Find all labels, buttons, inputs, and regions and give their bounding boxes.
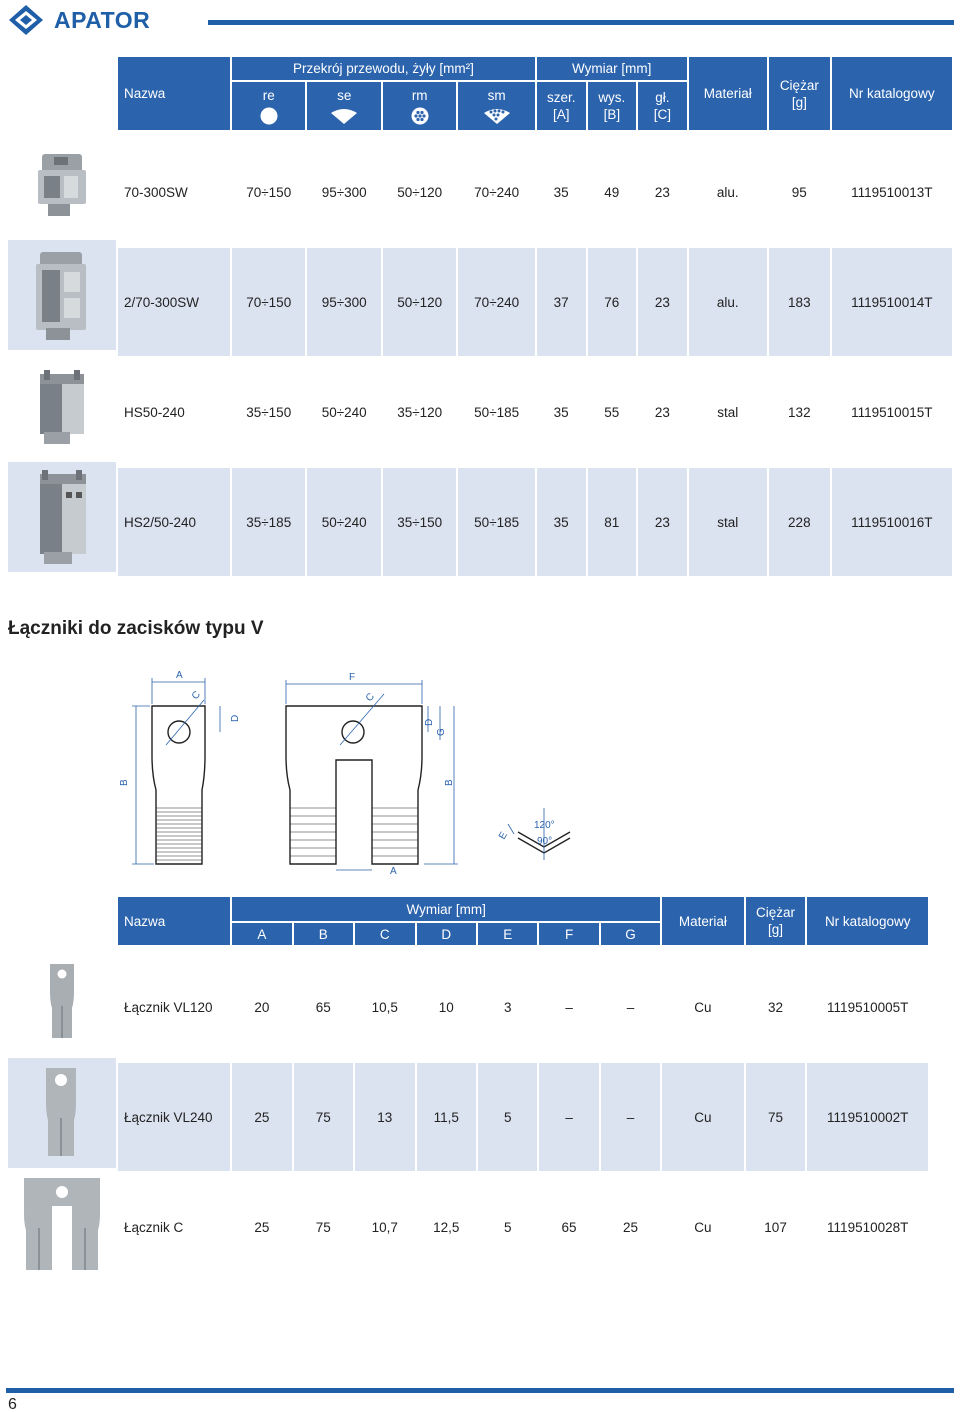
section-title: Łączniki do zacisków typu V (8, 618, 264, 639)
col-header-material: Materiał (688, 57, 768, 130)
col-header-catalog: Nr katalogowy (807, 897, 928, 945)
sector-stranded-icon (483, 109, 510, 124)
col-header-material: Materiał (662, 897, 744, 945)
col-header-width: szer.[A] (536, 82, 586, 130)
dim-label-c2: C (364, 691, 377, 704)
col-header-name: Nazwa (118, 897, 231, 945)
col-header-d: D (416, 923, 477, 945)
angle-label-90: 90° (537, 836, 552, 847)
clamp-70-300sw-photo (38, 154, 86, 216)
col-header-e: E (478, 923, 538, 945)
col-header-cross-section: Przekrój przewodu, żyły [mm²] (231, 57, 535, 80)
dim-label-b2: B (444, 779, 455, 786)
table-row: 2/70-300SW 70÷150 95÷300 50÷120 70÷240 3… (118, 248, 952, 356)
col-header-dimension: Wymiar [mm] (232, 897, 661, 921)
dim-label-d1: D (230, 715, 241, 722)
col-header-a: A (232, 923, 292, 945)
dim-label-b1: B (119, 779, 130, 786)
round-stranded-icon (411, 107, 429, 125)
brand-logo: APATOR (8, 4, 150, 36)
dim-label-a: A (176, 670, 183, 681)
clamp-hs2-50-240-photo (40, 470, 86, 564)
footer-rule (6, 1388, 954, 1393)
dim-label-d2: D (424, 719, 435, 726)
table-row: 70-300SW 70÷150 95÷300 50÷120 70÷240 35 … (118, 138, 952, 246)
sector-solid-icon (331, 109, 358, 124)
col-header-f: F (539, 923, 599, 945)
dim-label-c1: C (190, 689, 203, 702)
connector-c-photo (24, 1178, 100, 1270)
table-row: Łącznik VL120 20 65 10,5 10 3 – – Cu 32 … (118, 953, 928, 1061)
col-header-height: wys.[B] (587, 82, 637, 130)
apator-logo-icon (9, 5, 43, 35)
clamps-table: Nazwa Przekrój przewodu, żyły [mm²] Wymi… (116, 55, 954, 578)
dim-label-f: F (349, 672, 355, 683)
dim-label-e: E (497, 830, 510, 842)
col-header-weight: Ciężar [g] (769, 57, 830, 130)
col-header-rm: rm (382, 82, 457, 130)
table-row: HS50-240 35÷150 50÷240 35÷120 50÷185 35 … (118, 358, 952, 466)
connector-dimension-drawing: A F C C D D G B B A E 120° 90° (119, 670, 571, 877)
connector-vl120-photo (50, 964, 74, 1038)
connector-vl240-photo (46, 1068, 76, 1156)
col-header-g: G (600, 923, 661, 945)
col-header-se: se (307, 82, 381, 130)
connectors-table: Nazwa Wymiar [mm] Materiał Ciężar [g] Nr… (116, 895, 930, 1283)
col-header-name: Nazwa (118, 57, 230, 130)
page-number: 6 (8, 1396, 17, 1412)
brand-name: APATOR (54, 6, 151, 33)
table-row: Łącznik VL240 25 75 13 11,5 5 – – Cu 75 … (118, 1063, 928, 1171)
clamp-2-70-300sw-photo (36, 252, 86, 340)
col-header-sm: sm (458, 82, 535, 130)
col-header-weight: Ciężar [g] (745, 897, 806, 945)
round-solid-icon (260, 107, 278, 125)
dim-label-g: G (436, 728, 447, 736)
table-row: Łącznik C 25 75 10,7 12,5 5 65 25 Cu 107… (118, 1173, 928, 1281)
col-header-depth: gł.[C] (638, 82, 687, 130)
dim-label-a2: A (390, 866, 397, 877)
table-row: HS2/50-240 35÷185 50÷240 35÷150 50÷185 3… (118, 468, 952, 576)
col-header-c: C (354, 923, 415, 945)
header-rule (208, 20, 954, 25)
clamp-hs50-240-photo (40, 370, 84, 444)
col-header-re: re (231, 82, 306, 130)
col-header-catalog: Nr katalogowy (831, 57, 952, 130)
col-header-b: B (293, 923, 353, 945)
angle-label-120: 120° (534, 820, 555, 831)
col-header-dimension: Wymiar [mm] (536, 57, 687, 80)
